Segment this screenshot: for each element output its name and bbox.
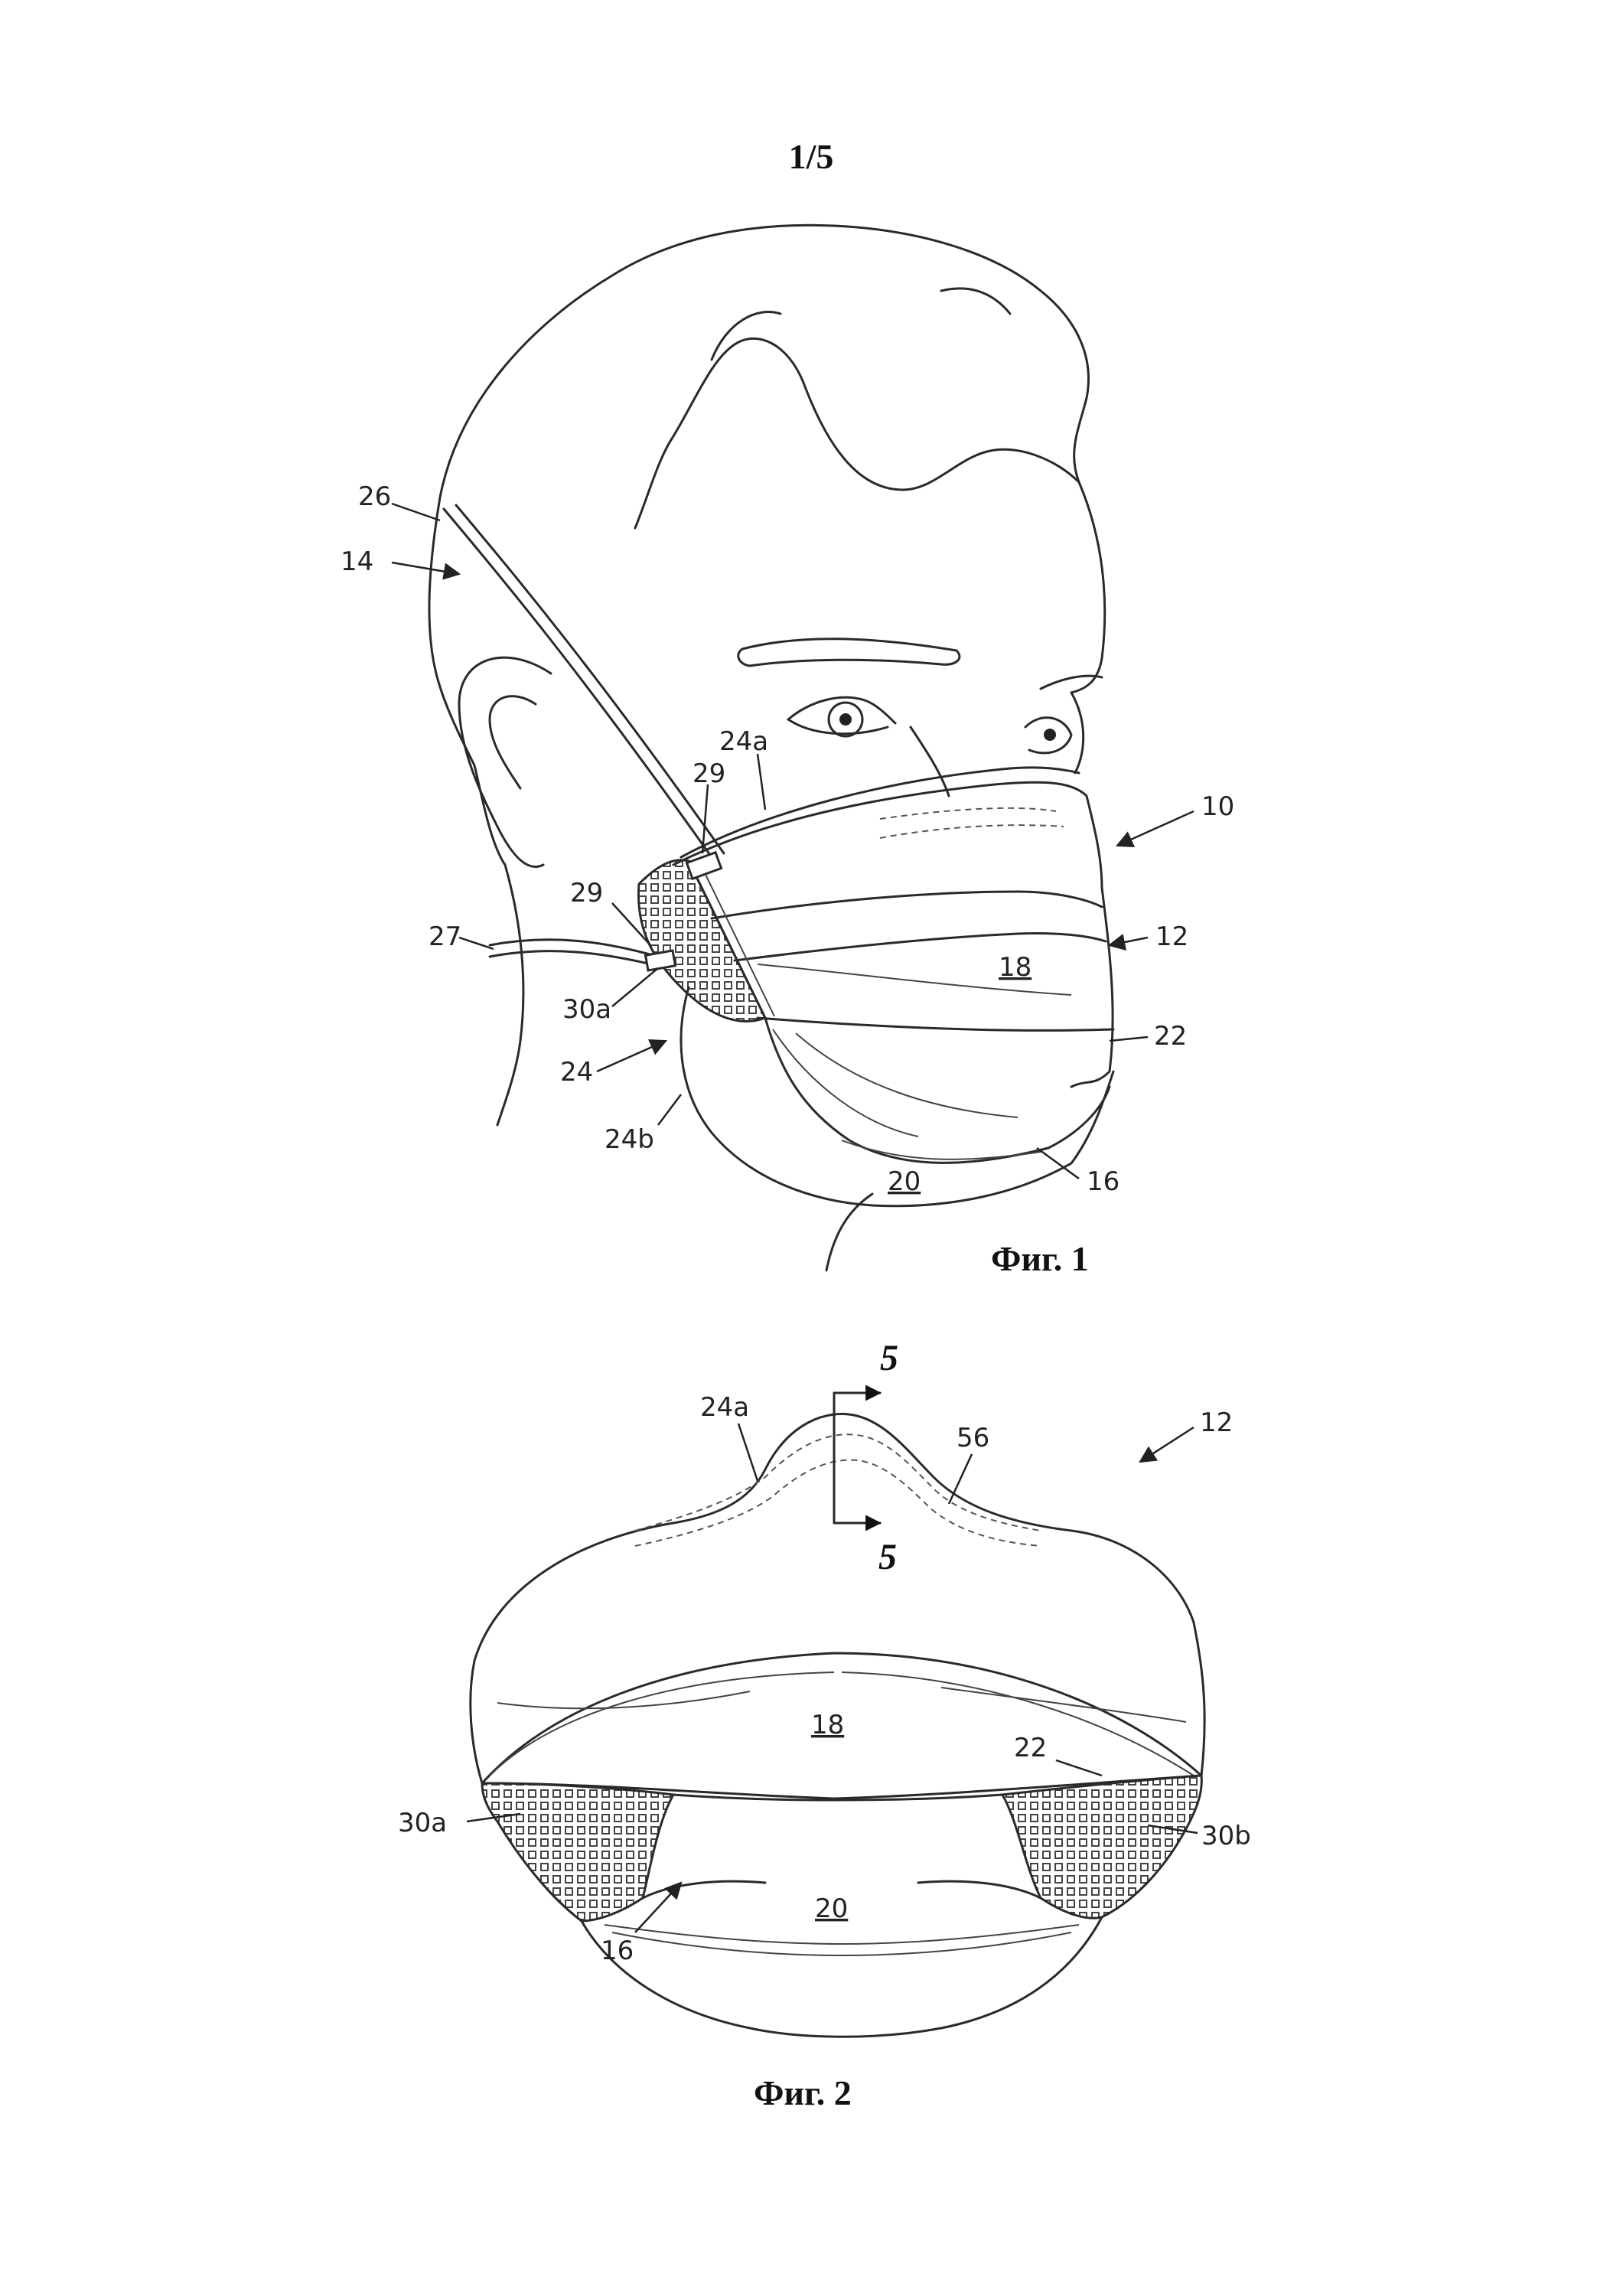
page-number: 1/5 xyxy=(789,137,834,176)
head-outline xyxy=(428,223,1106,1272)
figure-2-reference-numerals: 24a 5 5 56 12 18 22 30a 30b 20 16 xyxy=(398,1338,1251,1966)
ref-24: 24 xyxy=(560,1057,593,1088)
ref-24b: 24b xyxy=(605,1124,654,1155)
ref-30b: 30b xyxy=(1201,1821,1251,1851)
ref-56: 56 xyxy=(957,1423,989,1453)
ref-18: 18 xyxy=(811,1710,844,1740)
ref-24a: 24a xyxy=(700,1392,749,1423)
figure-2-caption: Фиг. 2 xyxy=(754,2073,852,2112)
figure-2-leaders xyxy=(466,1423,1198,1933)
ref-30a: 30a xyxy=(562,994,611,1025)
mask-front-view xyxy=(469,1384,1206,2038)
section-5-top: 5 xyxy=(880,1338,898,1378)
ref-20: 20 xyxy=(888,1166,921,1197)
ref-10: 10 xyxy=(1201,791,1234,822)
section-5-bottom: 5 xyxy=(878,1537,897,1577)
ref-16: 16 xyxy=(601,1936,634,1966)
figure-1-reference-numerals: 26 14 24a 29 29 27 30a 24 24b 20 16 22 1… xyxy=(341,481,1234,1197)
ref-27: 27 xyxy=(429,921,461,952)
ref-29-lower: 29 xyxy=(570,878,603,908)
ref-18: 18 xyxy=(999,952,1031,983)
figure-1: 26 14 24a 29 29 27 30a 24 24b 20 16 22 1… xyxy=(341,223,1234,1278)
ref-22: 22 xyxy=(1014,1733,1047,1763)
ref-22: 22 xyxy=(1154,1021,1187,1052)
ref-12: 12 xyxy=(1200,1407,1233,1438)
ref-14: 14 xyxy=(341,546,373,577)
figure-2: 24a 5 5 56 12 18 22 30a 30b 20 16 Фиг. 2 xyxy=(398,1338,1251,2112)
ref-30a: 30a xyxy=(398,1808,447,1838)
ref-26: 26 xyxy=(358,481,391,512)
ref-24a: 24a xyxy=(719,726,768,757)
figure-1-leaders xyxy=(391,502,1194,1180)
ref-16: 16 xyxy=(1087,1166,1119,1197)
mask-body xyxy=(442,504,1115,1208)
ref-20: 20 xyxy=(815,1893,848,1924)
figure-1-caption: Фиг. 1 xyxy=(991,1239,1089,1278)
ref-29-upper: 29 xyxy=(693,758,725,789)
ref-12: 12 xyxy=(1155,921,1188,952)
